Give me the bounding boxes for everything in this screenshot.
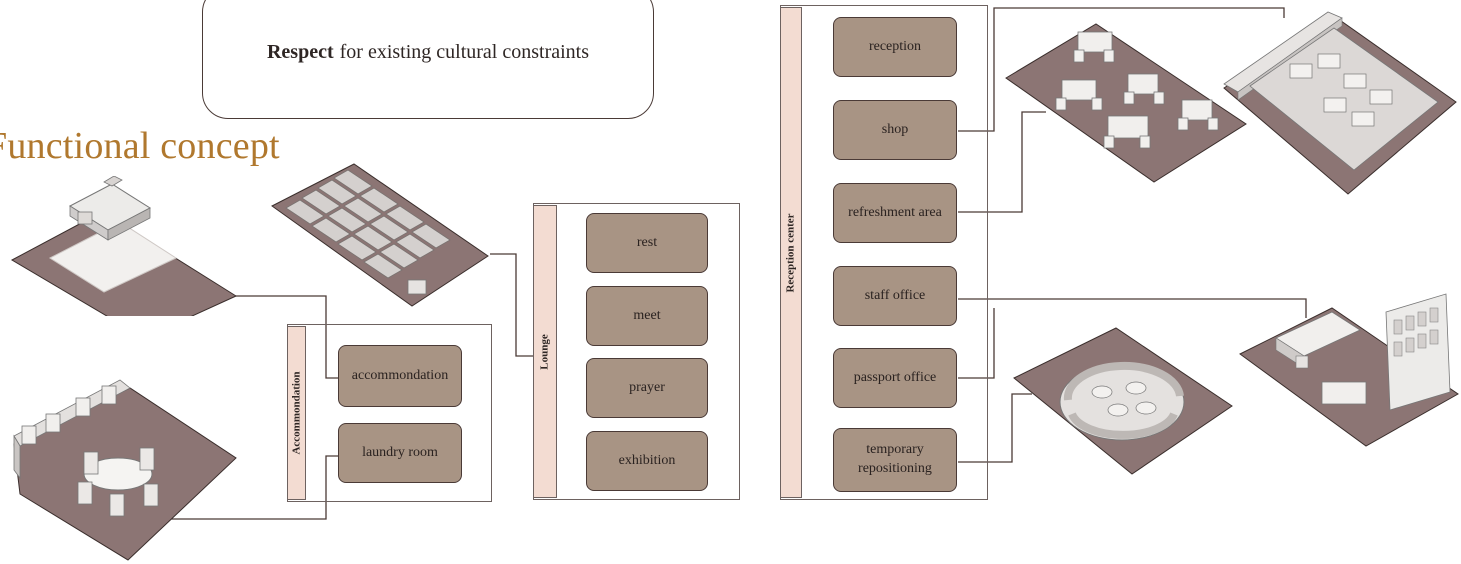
prayer-hall-illustration: [271, 163, 489, 307]
box-staff-office: staff office: [833, 266, 957, 326]
box-prayer: prayer: [586, 358, 708, 418]
link-prayer-hall: [490, 253, 534, 357]
cafe-tables-illustration: [1005, 23, 1247, 183]
reception-group: [780, 5, 988, 500]
shop-floor-illustration: [1223, 11, 1457, 195]
note-text: for existing cultural constraints: [339, 41, 590, 63]
link-bedroom: [188, 295, 338, 379]
link-temporary: [958, 393, 1032, 463]
box-exhibition: exhibition: [586, 431, 708, 491]
link-kitchen: [168, 455, 338, 520]
page-title: Functional concept: [0, 125, 280, 167]
accommodation-label: Accommondation: [290, 371, 303, 455]
link-staff-office: [958, 298, 1307, 318]
note-emphasis: Respect: [266, 41, 334, 63]
box-passport-office: passport office: [833, 348, 957, 408]
link-passport: [958, 308, 995, 379]
box-temporary-repositioning: temporary repositioning: [833, 428, 957, 492]
office-illustration: [1239, 293, 1459, 447]
box-refreshment-area: refreshment area: [833, 183, 957, 243]
lounge-seating-illustration: [1013, 327, 1233, 475]
bedroom-illustration: [10, 176, 238, 316]
box-laundry-room: laundry room: [338, 423, 462, 483]
lounge-label: Lounge: [539, 333, 551, 370]
box-reception: reception: [833, 17, 957, 77]
box-accommondation: accommondation: [338, 345, 462, 407]
reception-label: Reception center: [785, 212, 798, 293]
box-shop: shop: [833, 100, 957, 160]
reception-strip: Reception center: [780, 7, 802, 498]
constraint-note: Respect for existing cultural constraint…: [202, 0, 654, 119]
link-refreshment: [958, 111, 1046, 213]
lounge-strip: Lounge: [533, 205, 557, 498]
accommodation-strip: Accommondation: [287, 326, 306, 500]
kitchen-dining-illustration: [13, 379, 237, 561]
box-meet: meet: [586, 286, 708, 346]
link-shop: [958, 7, 1285, 132]
box-rest: rest: [586, 213, 708, 273]
